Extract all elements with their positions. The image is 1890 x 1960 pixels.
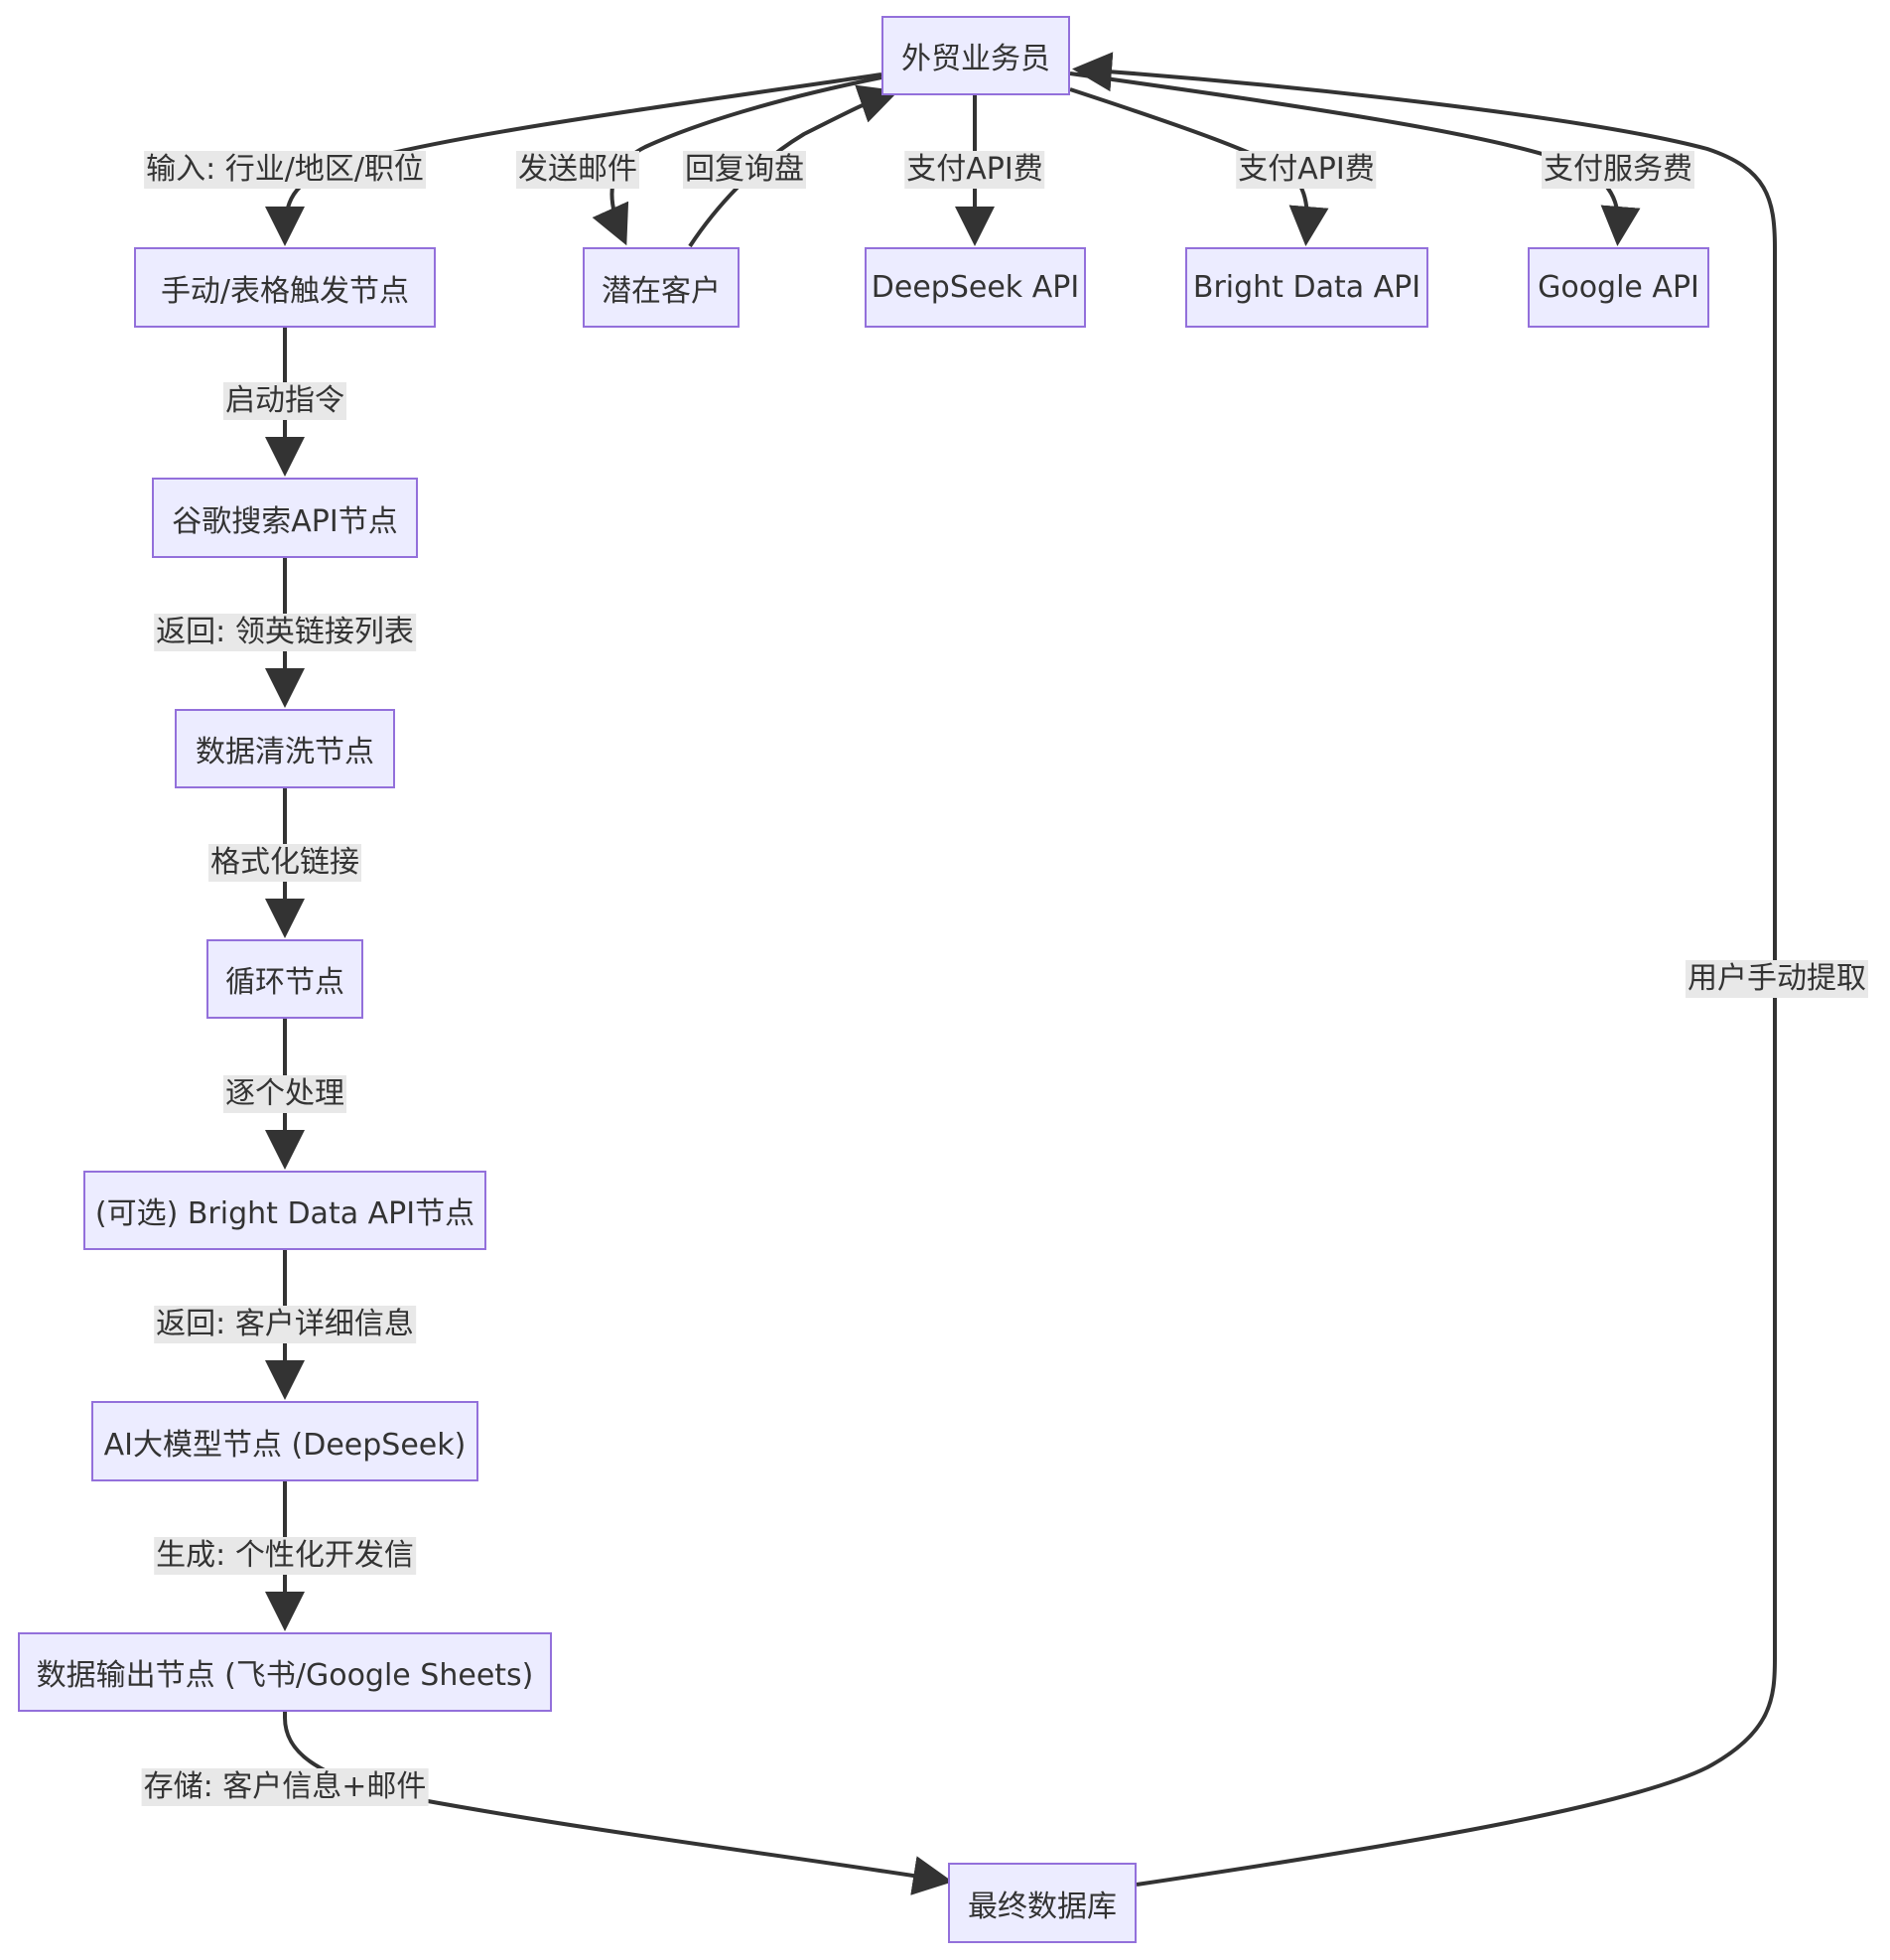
final-database-node[interactable]: 最终数据库 <box>948 1863 1137 1943</box>
edge-label-one-by-one: 逐个处理 <box>223 1075 346 1113</box>
prospect-node[interactable]: 潜在客户 <box>583 247 740 328</box>
salesperson-node[interactable]: 外贸业务员 <box>881 16 1070 95</box>
data-output-node[interactable]: 数据输出节点 (飞书/Google Sheets) <box>18 1632 552 1712</box>
brightdata-api-step-node[interactable]: (可选) Bright Data API节点 <box>83 1171 486 1250</box>
edge-label-return-details: 返回: 客户详细信息 <box>154 1306 416 1343</box>
edge-salesperson-to-prospect <box>592 75 882 246</box>
trigger-node[interactable]: 手动/表格触发节点 <box>134 247 436 328</box>
edge-output-to-database <box>283 1712 953 1895</box>
edge-label-manual-fetch: 用户手动提取 <box>1686 960 1868 998</box>
ai-model-node[interactable]: AI大模型节点 (DeepSeek) <box>91 1401 478 1481</box>
google-search-node[interactable]: 谷歌搜索API节点 <box>152 478 418 558</box>
edge-label-format: 格式化链接 <box>208 844 361 882</box>
edge-label-start: 启动指令 <box>223 382 346 420</box>
edge-label-pay-deepseek: 支付API费 <box>904 151 1045 189</box>
edge-label-generate: 生成: 个性化开发信 <box>154 1537 416 1575</box>
brightdata-api-node[interactable]: Bright Data API <box>1185 247 1428 328</box>
edge-prospect-to-salesperson <box>688 84 899 248</box>
edge-label-pay-service: 支付服务费 <box>1542 151 1694 189</box>
edge-label-store: 存储: 客户信息+邮件 <box>141 1768 429 1806</box>
edge-label-input: 输入: 行业/地区/职位 <box>144 151 426 189</box>
google-api-node[interactable]: Google API <box>1528 247 1709 328</box>
edge-label-reply: 回复询盘 <box>683 151 806 189</box>
loop-node[interactable]: 循环节点 <box>206 939 363 1019</box>
data-cleaning-node[interactable]: 数据清洗节点 <box>175 709 395 788</box>
edge-salesperson-to-trigger <box>265 72 882 246</box>
edge-salesperson-to-google <box>1069 71 1641 246</box>
edge-database-to-salesperson <box>1072 52 1777 1887</box>
edge-label-return-links: 返回: 领英链接列表 <box>154 614 416 651</box>
edge-label-pay-brightdata: 支付API费 <box>1236 151 1377 189</box>
edge-label-send-email: 发送邮件 <box>516 151 639 189</box>
deepseek-api-node[interactable]: DeepSeek API <box>865 247 1086 328</box>
